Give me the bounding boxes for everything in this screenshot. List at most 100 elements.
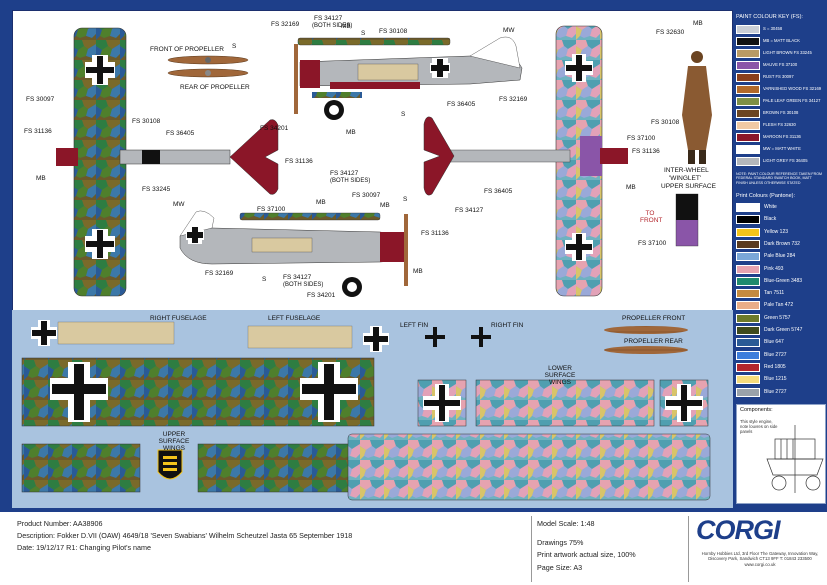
label-fs-31136: FS 31136 xyxy=(421,230,449,237)
colour-swatch xyxy=(736,375,760,385)
label-left-fin: LEFT FIN xyxy=(400,322,429,329)
engine-component-sketch xyxy=(766,425,824,493)
print-colour-label: Dark Green 5747 xyxy=(764,327,803,333)
paint-key-label: FLESH FS 32630 xyxy=(763,122,796,127)
print-colour-label: Green 5757 xyxy=(764,314,791,321)
right-side-view-aircraft xyxy=(294,36,523,120)
print-colour-row: Green 5757 xyxy=(736,312,826,328)
paint-key-row: LIGHT GREY FS 36405 xyxy=(736,156,826,167)
paint-key-label: MAROON FS 31136 xyxy=(763,134,801,139)
label-fs-32630: FS 32630 xyxy=(656,29,685,36)
label-mb: MB xyxy=(693,20,703,27)
paint-key-row: MAUVE FS 37100 xyxy=(736,60,826,71)
print-colour-label: White xyxy=(764,204,777,210)
label-fs-36405: FS 36405 xyxy=(484,188,513,195)
paint-key-row: VARNISHED WOOD FS 32169 xyxy=(736,84,826,95)
label-s: S xyxy=(262,276,267,283)
paint-key-row: RUST FS 30097 xyxy=(736,72,826,83)
balkenkreuz-marking xyxy=(85,229,115,259)
paint-key-label: MW = MATT WHITE xyxy=(763,146,801,151)
decal-lower-wing-large xyxy=(347,433,711,501)
print-colour-row: Tan 7511 xyxy=(736,287,826,303)
propeller-front-view xyxy=(167,55,249,65)
label-fs-30097: FS 30097 xyxy=(352,192,381,199)
paint-key-title: PAINT COLOUR KEY (FS): xyxy=(736,14,803,20)
colour-swatch xyxy=(736,289,760,299)
components-title: Components: xyxy=(740,407,773,413)
label-left-fuselage: LEFT FUSELAGE xyxy=(268,315,321,322)
colour-swatch xyxy=(736,276,760,286)
colour-swatch xyxy=(736,387,760,397)
paint-key-label: MB = MATT BLACK xyxy=(763,38,800,43)
label-fs-31136: FS 31136 xyxy=(632,148,660,155)
label-mb: MB xyxy=(341,23,351,30)
label-both-sides: (BOTH SIDES) xyxy=(330,178,371,184)
label-upper-surface-wings: UPPER SURFACE WINGS xyxy=(158,431,190,452)
colour-swatch xyxy=(736,227,760,237)
colour-swatch xyxy=(736,301,760,311)
label-fs-31136: FS 31136 xyxy=(285,158,313,165)
label-mb: MB xyxy=(626,184,636,191)
decal-fuselage-crosses xyxy=(31,320,491,352)
colour-swatch xyxy=(736,61,760,70)
label-s: S xyxy=(403,196,408,203)
print-colour-row: Blue 2727 xyxy=(736,349,826,365)
print-colour-row: Pale Blue 284 xyxy=(736,250,826,266)
print-colour-label: Pink 493 xyxy=(764,265,784,272)
components-panel: Components: This style engine, note louv… xyxy=(736,404,826,504)
colour-swatch xyxy=(736,37,760,46)
print-colour-row: Blue 1215 xyxy=(736,373,826,389)
label-fs-34201: FS 34201 xyxy=(260,125,289,132)
colour-swatch xyxy=(736,338,760,348)
colour-swatch xyxy=(736,362,760,372)
colour-swatch xyxy=(736,203,760,212)
top-view-aircraft xyxy=(56,27,279,297)
print-colour-row: Blue-Green 3483 xyxy=(736,275,826,291)
balkenkreuz-marking xyxy=(85,55,115,85)
print-colour-label: Blue 647 xyxy=(764,339,784,346)
label-fs-36405: FS 36405 xyxy=(447,101,476,108)
revision-date: Date: 19/12/17 R1: Changing Pilot's name xyxy=(17,543,152,552)
print-colour-label: Yellow 123 xyxy=(764,228,789,235)
colour-swatch xyxy=(736,157,760,166)
colour-swatch xyxy=(736,145,760,154)
label-mb: MB xyxy=(380,202,390,209)
label-fs-37100: FS 37100 xyxy=(627,135,656,142)
paint-key-row: MW = MATT WHITE xyxy=(736,144,826,155)
title-block: Product Number: AA38906 Description: Fok… xyxy=(0,512,827,585)
label-fs-30108: FS 30108 xyxy=(132,118,161,125)
print-colour-row: Pink 493 xyxy=(736,263,826,279)
print-colours-title: Print Colours (Pantone): xyxy=(736,193,795,199)
label-fs-34127: FS 34127 xyxy=(283,274,312,281)
label-winglet: 'WINGLET' xyxy=(669,175,702,182)
paint-key-row: MAROON FS 31136 xyxy=(736,132,826,143)
corgi-logo: CORGI xyxy=(696,515,781,545)
colour-swatch xyxy=(736,85,760,94)
label-right-fuselage: RIGHT FUSELAGE xyxy=(150,315,207,322)
label-propeller-front: PROPELLER FRONT xyxy=(622,315,686,322)
label-fs-30097: FS 30097 xyxy=(26,96,55,103)
label-mb: MB xyxy=(36,175,46,182)
paint-key-label: BROWN FS 30108 xyxy=(763,110,799,115)
drawings-scale: Drawings 75% xyxy=(537,538,584,547)
print-colour-row: Yellow 123 xyxy=(736,226,826,242)
label-rear-of-propeller: REAR OF PROPELLER xyxy=(180,84,250,91)
print-colour-label: Blue 2727 xyxy=(764,388,787,395)
top-view-emblem xyxy=(142,150,160,164)
label-upper-surface: UPPER SURFACE xyxy=(661,183,716,190)
paint-key-label: MAUVE FS 37100 xyxy=(763,62,798,67)
paint-key-row: MB = MATT BLACK xyxy=(736,36,826,47)
company-address: Hornby Hobbies Ltd, 3rd Floor The Gatewa… xyxy=(701,551,819,567)
label-to-front: TO FRONT xyxy=(640,210,663,224)
components-note: This style engine, note louvres on side … xyxy=(740,419,778,434)
paint-key-note: NOTE: PAINT COLOUR REFERENCE TAKEN FROM … xyxy=(736,172,822,185)
pilot-figure xyxy=(682,51,712,164)
label-s: S xyxy=(361,30,366,37)
print-colour-row: Pale Tan 472 xyxy=(736,299,826,315)
label-fs-32169: FS 32169 xyxy=(205,270,234,277)
propeller-rear-view xyxy=(167,68,249,78)
label-fs-33245: FS 33245 xyxy=(142,186,171,193)
label-fs-30108: FS 30108 xyxy=(379,28,408,35)
model-scale: Model Scale: 1:48 xyxy=(537,519,595,528)
